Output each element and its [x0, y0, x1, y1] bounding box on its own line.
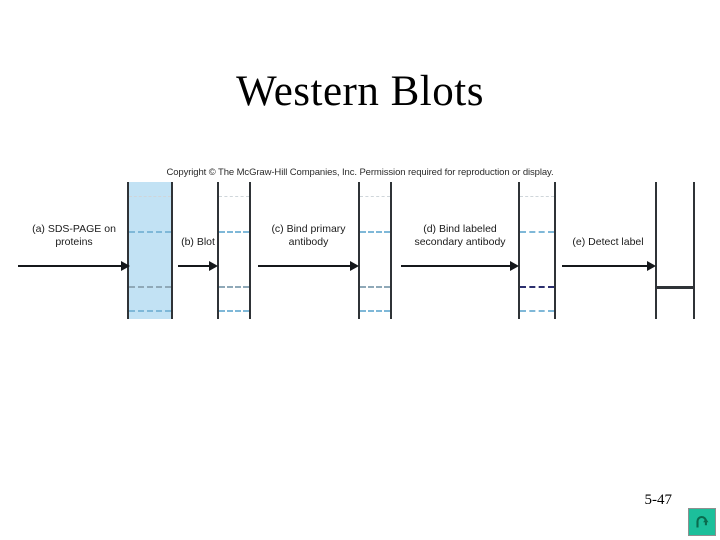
gel-band-3 [129, 286, 171, 288]
step-label-e: (e) Detect label [560, 236, 656, 249]
arrow-step-d [401, 261, 519, 271]
gel-column-primary-antibody [358, 182, 392, 319]
arrow-step-a [18, 261, 130, 271]
secondary-band-1 [520, 196, 554, 197]
page-title: Western Blots [236, 68, 484, 115]
arrow-step-e [562, 261, 656, 271]
primary-band-1 [360, 196, 390, 197]
blot-band-3 [219, 286, 249, 288]
step-label-a-line1: (a) SDS-PAGE on [32, 223, 116, 235]
step-label-d-line2: secondary antibody [414, 236, 506, 249]
gel-band-2 [129, 231, 171, 233]
blot-band-1 [219, 196, 249, 197]
step-label-a-line2: proteins [55, 236, 93, 249]
step-label-a: (a) SDS-PAGE on proteins [14, 223, 134, 249]
step-label-c-line2: antibody [288, 236, 329, 249]
primary-band-4 [360, 310, 390, 312]
detected-band [657, 286, 693, 289]
gel-band-1 [129, 196, 171, 197]
step-label-c: (c) Bind primary antibody [256, 223, 361, 249]
step-label-b-line1: (b) Blot [181, 236, 215, 248]
blot-band-4 [219, 310, 249, 312]
step-label-c-line1: (c) Bind primary [271, 223, 346, 235]
blot-band-2 [219, 231, 249, 233]
step-label-b: (b) Blot [172, 236, 224, 249]
u-turn-arrow-icon [696, 515, 709, 528]
gel-column-secondary-antibody [518, 182, 556, 319]
arrow-step-c [258, 261, 359, 271]
primary-band-2 [360, 231, 390, 233]
secondary-band-3-labeled [520, 286, 554, 288]
copyright-notice: Copyright © The McGraw-Hill Companies, I… [166, 167, 554, 178]
arrow-step-b [178, 261, 218, 271]
gel-band-4 [129, 310, 171, 312]
primary-band-3 [360, 286, 390, 288]
return-button[interactable] [688, 508, 716, 536]
step-label-e-line1: (e) Detect label [572, 236, 644, 248]
western-blot-figure: Copyright © The McGraw-Hill Companies, I… [0, 160, 720, 330]
page-number: 5-47 [644, 492, 673, 508]
step-label-d: (d) Bind labeled secondary antibody [400, 223, 520, 249]
secondary-band-2 [520, 231, 554, 233]
gel-column-detected-label [655, 182, 695, 319]
gel-column-blot [217, 182, 251, 319]
step-label-d-line1: (d) Bind labeled [423, 223, 497, 235]
gel-column-sds-page [127, 182, 173, 319]
secondary-band-4 [520, 310, 554, 312]
